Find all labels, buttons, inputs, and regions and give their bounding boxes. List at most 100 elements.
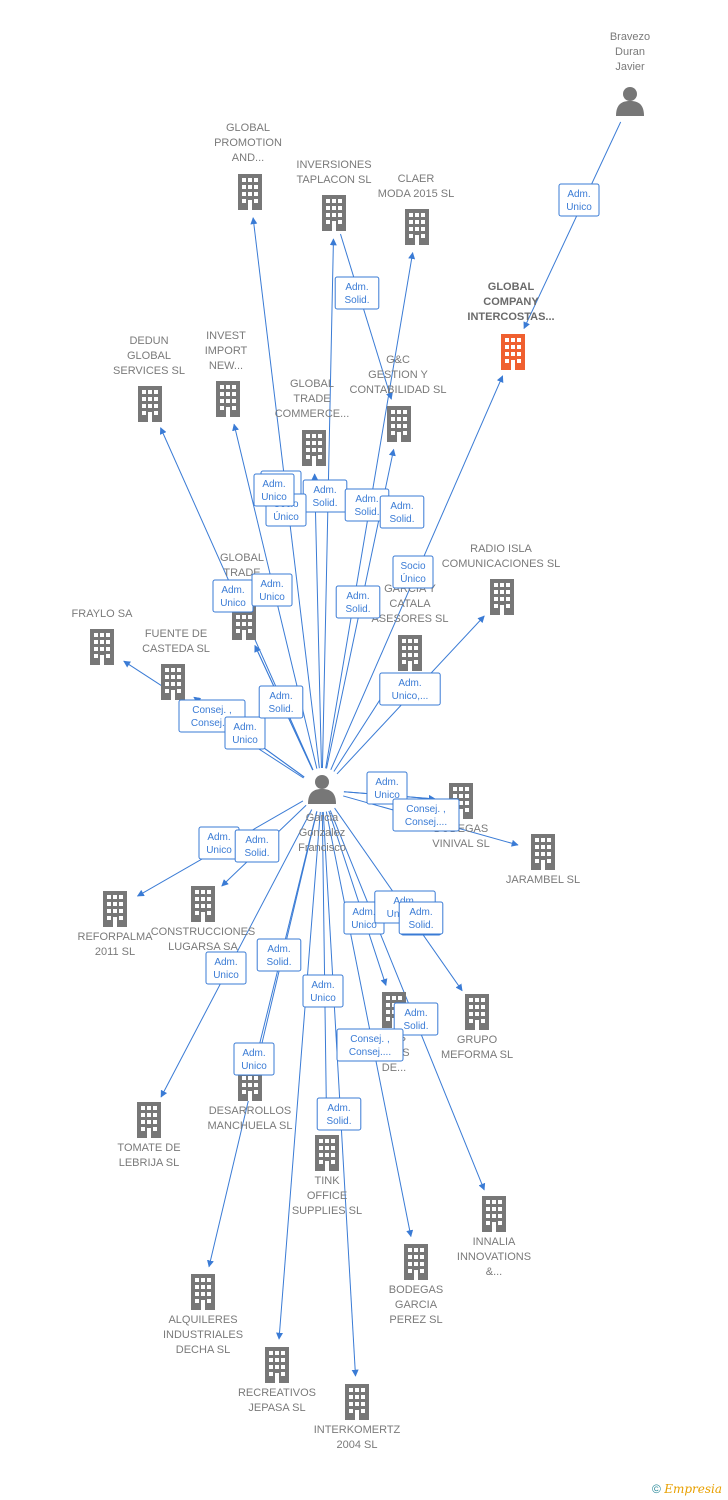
svg-text:Adm.Unico: Adm.Unico [213, 957, 239, 981]
svg-text:Adm.Solid.: Adm.Solid. [268, 691, 293, 715]
relation-label-r11[interactable]: Adm.Unico [251, 573, 293, 607]
relation-label-r16[interactable]: Adm.Unico [224, 716, 266, 750]
relation-label-r4[interactable]: Adm.Solid. [302, 479, 348, 513]
building-icon [191, 1274, 215, 1310]
svg-text:Adm.Unico: Adm.Unico [351, 907, 377, 931]
person-icon [308, 775, 336, 804]
relation-label-r9[interactable]: Adm.Unico [253, 473, 295, 507]
building-icon [90, 629, 114, 665]
relation-label-r14[interactable]: Adm.Unico,... [379, 672, 441, 706]
edge-garcia_gonzalez-to-bodegas_garcia [325, 811, 414, 1238]
node-label: FRAYLO SA [72, 608, 134, 620]
building-icon [315, 1135, 339, 1171]
relation-label-r12[interactable]: Adm.Solid. [335, 585, 381, 619]
svg-text:Adm.Solid.: Adm.Solid. [244, 835, 269, 859]
building-icon [465, 994, 489, 1030]
building-icon [490, 579, 514, 615]
building-icon [501, 334, 525, 370]
relation-label-r25[interactable]: Adm.Unico [233, 1042, 275, 1076]
relation-label-r1[interactable]: Adm.Unico [558, 183, 600, 217]
svg-text:Adm.Unico: Adm.Unico [206, 832, 232, 856]
edge-garcia_gonzalez-to-bodegas_de [328, 810, 388, 986]
relation-label-r26[interactable]: Adm.Solid. [256, 938, 302, 972]
relation-label-r17[interactable]: Adm.Solid. [258, 685, 304, 719]
relation-label-r24[interactable]: Adm.Unico [205, 951, 247, 985]
relation-label-r28[interactable]: Adm.Solid. [393, 1002, 439, 1036]
svg-text:Adm.Unico: Adm.Unico [374, 777, 400, 801]
svg-text:Adm.Solid.: Adm.Solid. [354, 494, 379, 518]
building-icon [238, 174, 262, 210]
footer-brand: © Empresia [652, 1482, 722, 1496]
relations-layer: Adm.UnicoAdm.UnicoAdm.Solid.Adm.Solid.So… [178, 183, 600, 1131]
svg-text:Adm.Solid.: Adm.Solid. [326, 1103, 351, 1127]
brand-name[interactable]: Empresia [664, 1482, 722, 1496]
relation-label-r31[interactable]: Adm.Unico [302, 974, 344, 1008]
svg-text:Adm.Solid.: Adm.Solid. [403, 1008, 428, 1032]
relation-label-r29[interactable]: Consej. ,Consej.... [336, 1028, 404, 1062]
svg-text:Adm.Unico: Adm.Unico [566, 189, 592, 213]
copyright-icon: © [652, 1482, 661, 1496]
relation-label-r18[interactable]: Adm.Unico [366, 771, 408, 805]
node-jarambel[interactable]: JARAMBEL SL [506, 834, 580, 886]
relation-label-r21[interactable]: Adm.Solid. [234, 829, 280, 863]
relation-label-r30[interactable]: Adm.Solid. [316, 1097, 362, 1131]
relation-label-r10[interactable]: Adm.Unico [212, 579, 254, 613]
relation-label-r7[interactable]: Adm.Solid. [379, 495, 425, 529]
relation-label-r19[interactable]: Consej. ,Consej.... [392, 798, 460, 832]
edge-garcia_gonzalez-to-global_trade_commerce [311, 473, 322, 769]
edge-garcia_gonzalez-to-desarrollos [254, 811, 318, 1059]
building-icon [345, 1384, 369, 1420]
svg-text:Adm.Solid.: Adm.Solid. [408, 907, 433, 931]
edge-bravezo-to-global_company [523, 121, 622, 330]
building-icon [398, 635, 422, 671]
node-fraylo[interactable]: FRAYLO SA [72, 608, 134, 665]
svg-text:Consej. ,Consej....: Consej. ,Consej.... [349, 1034, 391, 1058]
relation-label-r6[interactable]: Adm.Solid. [344, 488, 390, 522]
svg-text:Adm.Solid.: Adm.Solid. [266, 944, 291, 968]
relation-label-r20[interactable]: Adm.Unico [198, 826, 240, 860]
building-icon [387, 406, 411, 442]
svg-text:Adm.Unico,...: Adm.Unico,... [392, 678, 429, 702]
relation-label-r32[interactable]: Adm.Solid. [398, 901, 444, 935]
edge-garcia_gonzalez-to-tink [321, 811, 331, 1128]
relation-label-r2[interactable]: Adm.Solid. [334, 276, 380, 310]
person-icon [616, 87, 644, 116]
building-icon [482, 1196, 506, 1232]
node-label: JARAMBEL SL [506, 874, 580, 886]
relation-label-r22[interactable]: Adm.Unico [343, 901, 385, 935]
